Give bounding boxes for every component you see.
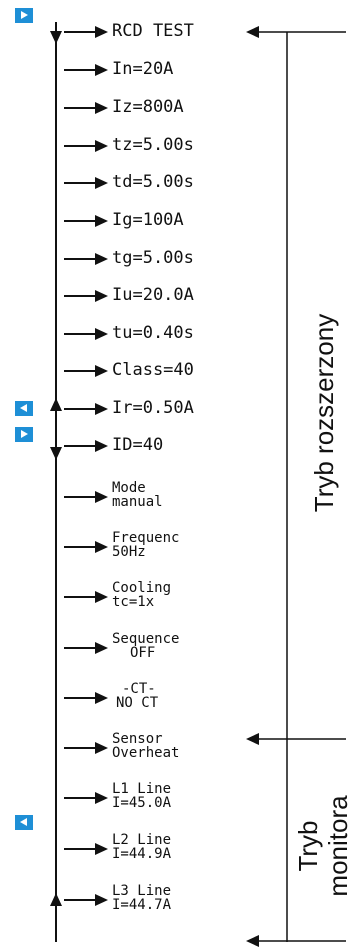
monitor-mode-label: Tryb monitora xyxy=(293,766,353,926)
monitor-mode-label-line2: monitora xyxy=(323,795,353,897)
extended-mode-label: Tryb rozszerzony xyxy=(309,313,339,513)
menu-item-line: 50Hz xyxy=(112,544,146,560)
menu-item-line: Sensor xyxy=(112,731,163,747)
bracket-bottom-arrow-icon xyxy=(246,935,259,947)
arrow-right-icon xyxy=(21,11,28,19)
item-arrow-icon xyxy=(95,365,108,377)
trunk-arrow-up-bottom xyxy=(50,893,62,906)
menu-item: ID=40 xyxy=(112,436,163,454)
item-arrow-icon xyxy=(95,215,108,227)
menu-item-line: I=44.9A xyxy=(112,846,172,862)
item-arrow-icon xyxy=(95,403,108,415)
arrow-left-icon xyxy=(20,404,27,412)
item-arrow-icon xyxy=(95,642,108,654)
menu-item-line: Iu=20.0A xyxy=(112,285,194,305)
menu-item-line: I=45.0A xyxy=(112,795,172,811)
item-arrow-icon xyxy=(95,591,108,603)
trunk-arrow-down-top xyxy=(50,31,62,44)
menu-item-line: I=44.7A xyxy=(112,897,172,913)
menu-item: RCD TEST xyxy=(112,22,194,40)
monitor-mode-label-line1: Tryb xyxy=(293,820,323,872)
menu-item-line: L1 Line xyxy=(112,781,172,797)
menu-item: tu=0.40s xyxy=(112,324,194,342)
item-arrow-icon xyxy=(95,792,108,804)
item-arrow-icon xyxy=(95,102,108,114)
menu-item: In=20A xyxy=(112,60,173,78)
menu-item: Ir=0.50A xyxy=(112,399,194,417)
item-arrow-icon xyxy=(95,491,108,503)
item-arrow-icon xyxy=(95,177,108,189)
menu-item: Class=40 xyxy=(112,361,194,379)
menu-item: -CT-NO CT xyxy=(112,682,158,710)
next-button[interactable] xyxy=(15,427,33,442)
item-arrow-icon xyxy=(95,843,108,855)
menu-item-line: RCD TEST xyxy=(112,21,194,41)
menu-item-line: L3 Line xyxy=(112,883,172,899)
menu-item-line: Iz=800A xyxy=(112,97,184,117)
menu-item: td=5.00s xyxy=(112,173,194,191)
menu-item-line: Frequenc xyxy=(112,530,180,546)
item-arrow-icon xyxy=(95,692,108,704)
menu-item-line: tc=1x xyxy=(112,594,155,610)
menu-item-line: Class=40 xyxy=(112,360,194,380)
menu-item-line: L2 Line xyxy=(112,832,172,848)
item-arrow-icon xyxy=(95,253,108,265)
item-arrow-icon xyxy=(95,742,108,754)
previous-button[interactable] xyxy=(15,401,33,416)
item-arrow-icon xyxy=(95,440,108,452)
bracket-mid-arrow-icon xyxy=(246,733,259,745)
menu-item: Ig=100A xyxy=(112,211,184,229)
menu-item-line: tg=5.00s xyxy=(112,248,194,268)
menu-item-line: Sequence xyxy=(112,631,180,647)
menu-item-line: Overheat xyxy=(112,745,180,761)
item-arrow-icon xyxy=(95,290,108,302)
arrow-left-icon xyxy=(20,818,27,826)
menu-item-line: Ir=0.50A xyxy=(112,398,194,418)
menu-item-line: tu=0.40s xyxy=(112,323,194,343)
menu-item-line: manual xyxy=(112,494,163,510)
next-button[interactable] xyxy=(15,8,33,23)
menu-item-line: Ig=100A xyxy=(112,210,184,230)
menu-item-line: OFF xyxy=(130,645,156,661)
menu-item-line: Mode xyxy=(112,480,146,496)
menu-item-line: Cooling xyxy=(112,580,172,596)
trunk-arrow-down-id xyxy=(50,447,62,460)
arrow-right-icon xyxy=(21,430,28,438)
previous-button[interactable] xyxy=(15,815,33,830)
menu-item-line: NO CT xyxy=(116,695,159,711)
menu-item: Iu=20.0A xyxy=(112,286,194,304)
item-arrow-icon xyxy=(95,894,108,906)
menu-item-line: In=20A xyxy=(112,59,174,79)
bracket-top-arrow-icon xyxy=(246,26,259,38)
menu-item-line: tz=5.00s xyxy=(112,135,194,155)
item-arrow-icon xyxy=(95,26,108,38)
item-arrow-icon xyxy=(95,140,108,152)
menu-item-line: -CT- xyxy=(122,681,156,697)
menu-item-line: td=5.00s xyxy=(112,172,194,192)
item-arrow-icon xyxy=(95,328,108,340)
menu-item: tz=5.00s xyxy=(112,136,194,154)
item-arrow-icon xyxy=(95,64,108,76)
menu-item: tg=5.00s xyxy=(112,249,194,267)
item-arrow-icon xyxy=(95,541,108,553)
trunk-arrow-up-ir xyxy=(50,398,62,411)
menu-item-line: ID=40 xyxy=(112,435,164,455)
menu-item: Iz=800A xyxy=(112,98,184,116)
